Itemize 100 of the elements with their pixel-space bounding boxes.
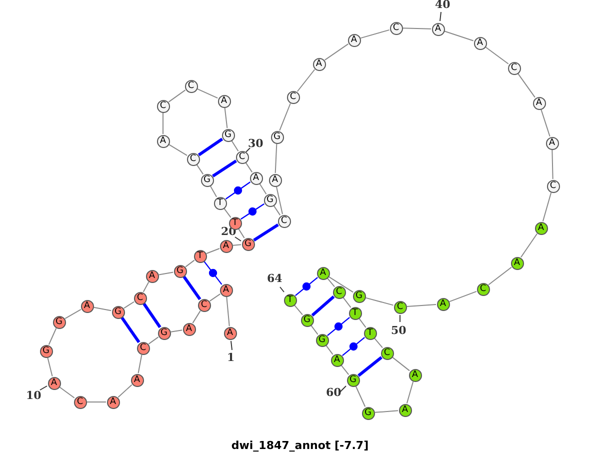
backbone-line: [185, 260, 195, 268]
nucleotide-circle: C: [236, 150, 248, 164]
nucleotide-circle: C: [546, 180, 560, 192]
nucleotide-circle: A: [182, 322, 196, 336]
position-number: 50: [391, 325, 406, 337]
base-pair-line: [311, 295, 335, 317]
nucleotide-circle: T: [364, 326, 376, 340]
nucleotide-circle: C: [198, 298, 210, 312]
backbone-line: [392, 356, 410, 372]
backbone-line: [158, 272, 174, 276]
backbone-line: [224, 208, 232, 218]
nucleotide-circle: C: [184, 80, 198, 92]
backbone-line: [47, 357, 53, 377]
backbone-line: [59, 386, 75, 398]
backbone-line: [374, 338, 383, 348]
backbone-line: [279, 103, 291, 131]
backbone-line: [374, 410, 399, 413]
backbone-line: [324, 43, 349, 61]
nucleotide-circle: G: [362, 406, 374, 420]
caption: dwi_1847_annot [-7.7]: [231, 439, 369, 452]
nucleotide-circle: T: [348, 306, 362, 320]
backbone-line: [485, 46, 509, 64]
nucleotide-circle: C: [394, 300, 406, 314]
backbone-line: [48, 328, 57, 346]
backbone-line: [542, 192, 552, 222]
nucleotide-circle: G: [222, 128, 234, 142]
backbone-line: [231, 140, 239, 152]
backbone-line: [196, 164, 204, 175]
base-pair-line: [120, 316, 140, 344]
base-pair-line: [240, 203, 265, 220]
nucleotide-circle: A: [398, 404, 412, 416]
nucleotide-circle: A: [80, 300, 94, 312]
backbone-line: [224, 107, 228, 129]
nucleotide-circle: G: [242, 238, 254, 250]
nucleotide-circle: A: [224, 326, 236, 340]
nucleotide-circle: A: [130, 374, 144, 386]
backbone-line: [358, 318, 366, 328]
nucleotide-circle: C: [390, 22, 402, 34]
backbone-line: [238, 228, 245, 239]
nucleotide-circle: G: [300, 314, 314, 326]
backbone-line: [259, 183, 267, 195]
nucleotide-circle: A: [546, 136, 558, 150]
nucleotide-circle: C: [134, 292, 146, 304]
nucleotide-circle: C: [186, 152, 200, 166]
nucleotide-circle: G: [346, 374, 360, 386]
nucleotide-circle: C: [508, 62, 520, 74]
backbone-line: [406, 381, 414, 404]
backbone-line: [402, 28, 432, 30]
backbone-line: [123, 301, 135, 309]
base-pair-line: [198, 138, 224, 156]
base-pair-line: [204, 260, 222, 286]
nucleotide-circle: G: [112, 306, 124, 318]
backbone-line: [273, 205, 281, 216]
backbone-line: [118, 384, 132, 398]
backbone-line: [232, 244, 242, 246]
backbone-line: [196, 88, 218, 99]
nucleotide-circle: A: [312, 58, 326, 70]
backbone-line: [245, 162, 253, 173]
backbone-line: [170, 330, 183, 332]
backbone-line: [327, 278, 335, 288]
nucleotide-circle: G: [158, 326, 170, 340]
base-pair-line: [326, 316, 350, 336]
nucleotide-circle: A: [330, 354, 344, 366]
backbone-line: [340, 364, 350, 376]
backbone-line: [552, 150, 554, 180]
nucleotide-circle: A: [532, 96, 546, 110]
backbone-line: [488, 266, 512, 286]
nucleotide-circle: A: [220, 284, 232, 296]
backbone-line: [276, 186, 283, 215]
backbone-line: [168, 90, 186, 102]
backbone-line: [162, 112, 164, 134]
nucleotide-circle: A: [218, 94, 230, 108]
nucleotide-circle: A: [474, 36, 486, 50]
backbone-line: [294, 304, 303, 316]
nucleotide-circle: A: [534, 222, 548, 234]
nucleotide-circle: C: [74, 396, 86, 408]
base-pair-line: [225, 181, 251, 200]
backbone-line: [142, 282, 150, 292]
backbone-line: [360, 29, 390, 39]
nucleotide-circle: A: [106, 396, 120, 408]
nucleotide-circle: A: [408, 368, 422, 382]
backbone-line: [540, 109, 550, 137]
backbone-line: [449, 290, 477, 302]
nucleotide-circle: C: [286, 90, 300, 104]
backbone-line: [148, 336, 159, 344]
nucleotide-circle: C: [278, 214, 290, 228]
backbone-line: [168, 144, 188, 156]
backbone-line: [406, 304, 437, 308]
nucleotide-circle: A: [250, 172, 262, 184]
nucleotide-circle: A: [510, 256, 524, 270]
backbone-line: [93, 306, 112, 312]
nucleotide-circle: T: [214, 196, 226, 210]
nucleotide-circle: A: [316, 266, 330, 280]
nucleotide-circle: T: [194, 250, 206, 262]
backbone-line: [138, 354, 142, 374]
nucleotide-circle: G: [352, 290, 366, 302]
backbone-line: [342, 297, 352, 308]
base-pair-line: [253, 224, 279, 242]
nucleotide-circle: A: [156, 134, 170, 148]
backbone-line: [518, 73, 536, 98]
